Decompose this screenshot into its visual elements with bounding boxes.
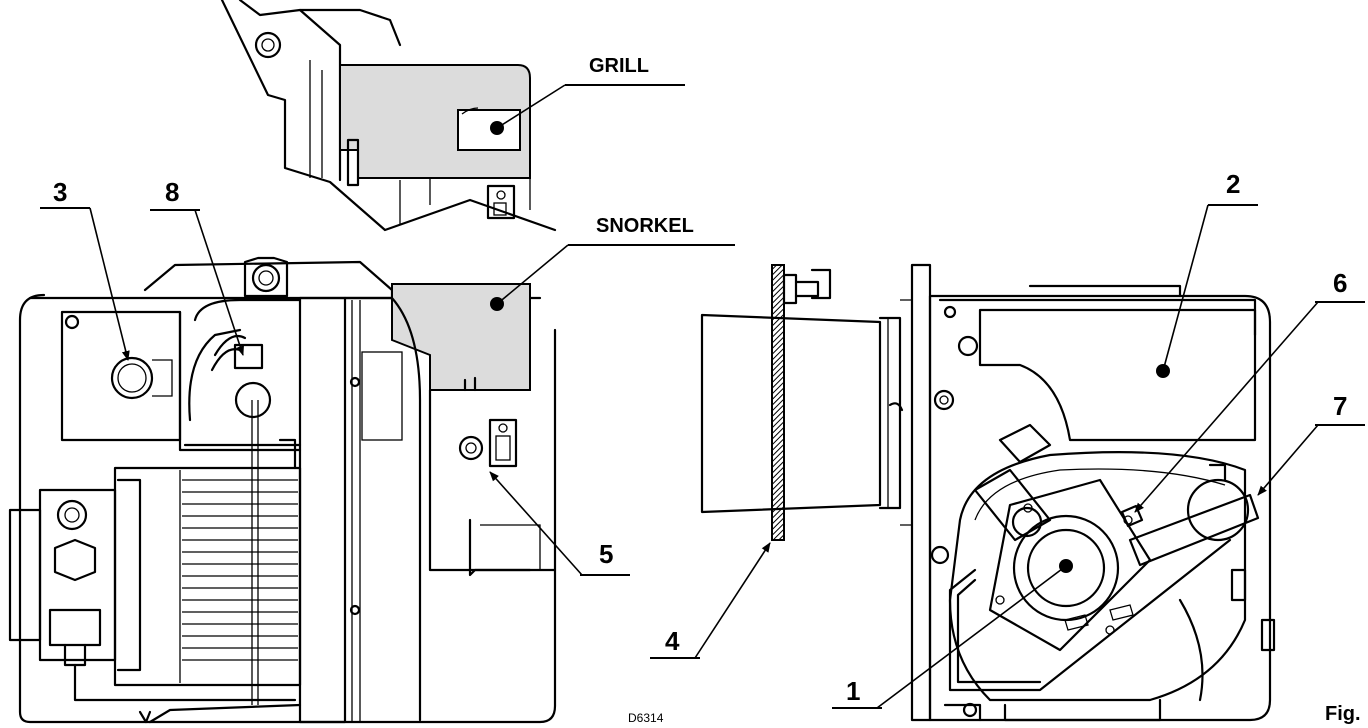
flange-gasket	[771, 264, 785, 541]
part-6-screw	[1120, 504, 1144, 528]
nozzle-holder	[234, 381, 272, 419]
grill-pointer-dot	[490, 121, 504, 135]
label-1: 1	[846, 676, 860, 706]
label-7: 7	[1333, 391, 1347, 421]
label-grill: GRILL	[589, 55, 649, 77]
drawing-code: D6314	[628, 711, 664, 725]
part-5-screw	[458, 435, 484, 461]
label-3: 3	[53, 177, 67, 207]
figure-caption: Fig.	[1325, 703, 1361, 725]
photocell	[1186, 478, 1250, 542]
label-4: 4	[665, 626, 680, 656]
callout-lines	[40, 84, 1365, 709]
reset-button	[110, 356, 154, 400]
label-8: 8	[165, 177, 179, 207]
label-2: 2	[1226, 169, 1240, 199]
burner-front-view	[700, 263, 1276, 722]
label-6: 6	[1333, 268, 1347, 298]
grill-detail-view	[220, 0, 557, 232]
label-5: 5	[599, 539, 613, 569]
housing-cover	[978, 308, 1257, 442]
label-snorkel: SNORKEL	[596, 215, 694, 237]
burner-side-view	[8, 256, 557, 724]
motor-fins	[182, 479, 298, 661]
